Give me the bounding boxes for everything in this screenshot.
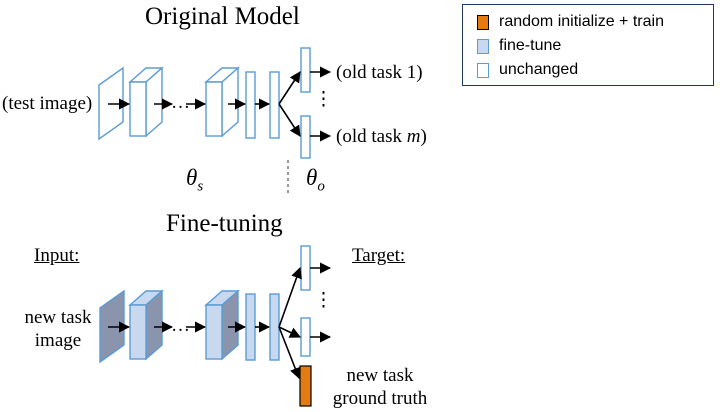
white-swatch-icon [477, 62, 489, 78]
ft-old-head-m [300, 317, 311, 357]
theta-s-label: θs [186, 165, 204, 195]
new-task-image-line1: new task [24, 307, 92, 328]
fine-tuning-title: Fine-tuning [166, 210, 283, 237]
theta-o-label: θo [306, 165, 325, 195]
ground-truth-line2: ground truth [332, 388, 428, 409]
ft-conv-block-1 [128, 289, 164, 361]
legend: random initialize + train fine-tune unch… [462, 4, 714, 86]
ft-fc-layer-2 [269, 293, 280, 361]
original-network [98, 47, 332, 196]
target-heading: Target: [352, 245, 406, 266]
orig-ellipsis: … [171, 92, 190, 113]
legend-label: random initialize + train [499, 13, 664, 30]
ft-new-head [299, 365, 312, 407]
orig-fc-layer-2 [269, 71, 280, 139]
orig-vdots: ⋮ [314, 89, 333, 110]
test-image-label: (test image) [2, 93, 93, 114]
orig-conv-block-1 [128, 66, 164, 138]
orig-fc-layer-1 [245, 71, 256, 139]
orange-swatch-icon [477, 14, 489, 30]
ft-old-head-1 [300, 245, 311, 291]
ground-truth-line1: new task [346, 365, 414, 386]
new-task-image-line2: image [34, 330, 82, 351]
orig-old-head-1 [300, 47, 311, 93]
orig-conv-block-2 [204, 66, 240, 138]
orig-old-head-m [300, 115, 311, 159]
ft-fc-layer-1 [245, 293, 256, 361]
legend-item-unchanged: unchanged [477, 60, 578, 80]
original-model-title: Original Model [145, 3, 300, 30]
ft-vdots: ⋮ [314, 290, 333, 311]
old-task-m-label: (old task m) [336, 126, 427, 147]
legend-label: fine-tune [499, 37, 562, 54]
old-task-1-label: (old task 1) [336, 62, 423, 83]
legend-item-fine-tune: fine-tune [477, 36, 561, 56]
ft-ellipsis: … [171, 315, 190, 336]
light-blue-swatch-icon [477, 38, 489, 54]
ft-conv-block-2 [204, 289, 240, 361]
legend-label: unchanged [499, 61, 579, 78]
input-heading: Input: [34, 245, 80, 266]
finetune-network [99, 245, 332, 407]
legend-item-random-init: random initialize + train [477, 12, 664, 32]
